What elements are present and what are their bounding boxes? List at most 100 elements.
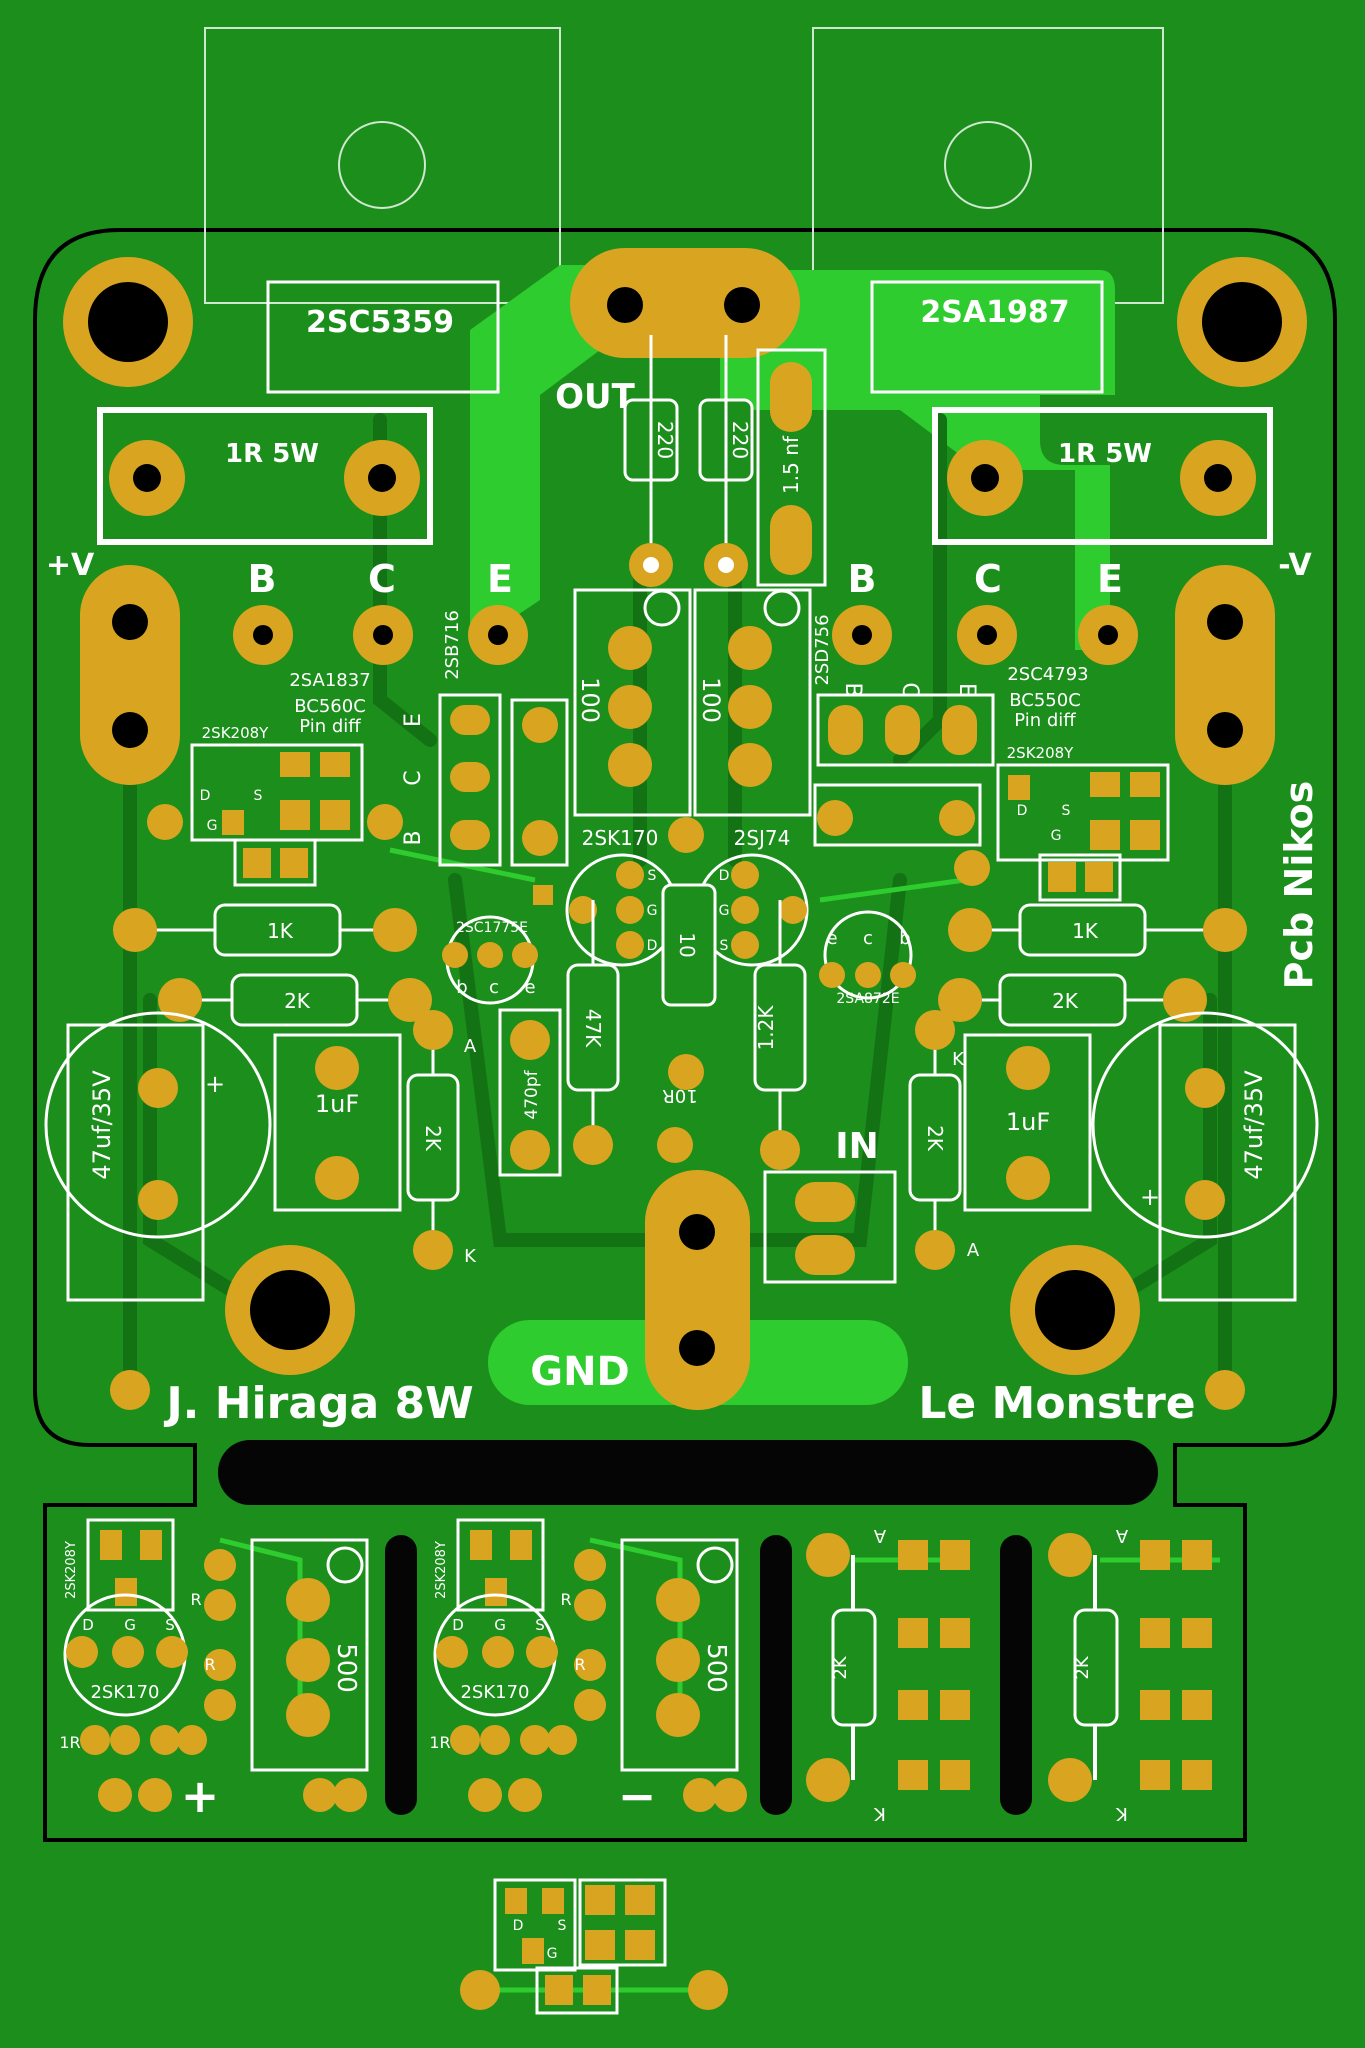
film-capacitors [273,1033,1092,1212]
q-2sa872-b: b [899,928,910,949]
q-2sb716-label: 2SB716 [442,610,463,680]
power-resistors [97,407,1273,545]
ccs-right-r1: R [560,1590,571,1609]
jfet-packages [442,817,916,1090]
pot100-right-label: 100 [697,677,725,723]
led-right-a: A [1115,1525,1128,1546]
jfet-2sj74-label: 2SJ74 [734,826,791,850]
jfet-y-left-label: 2SK208Y [202,724,270,742]
jfet-2sk170-label: 2SK170 [582,826,659,850]
ecap-right-label: 47uf/35V [1240,1070,1268,1180]
neg-supply-label: -V [1278,548,1312,583]
r10-label: 10 [675,932,699,957]
r220-left-label: 220 [653,421,677,459]
led-module-right [1048,1533,1212,1802]
ccs-right-d: D [452,1616,464,1634]
ccs-left-pot500: 500 [331,1643,361,1693]
pin-c-right: C [974,557,1002,601]
jfet-s-right: S [1062,803,1071,819]
driver-transistors [438,693,995,867]
ccs-left-plus: + [181,1769,220,1823]
ccs-module-left [63,1518,369,1812]
left-power-resistor-label: 1R 5W [225,439,319,469]
r47k-label: 47K [581,1009,605,1048]
jfet-p-s: S [720,938,729,954]
ccs-left-2sk170: 2SK170 [90,1682,159,1703]
in-label: IN [835,1126,879,1167]
ccs-left-r2: R [204,1655,215,1674]
board-title: J. Hiraga 8W [163,1378,473,1429]
spare-d: D [513,1918,524,1934]
pin-diff-right-label: Pin diff [1014,710,1076,731]
led-left-k: K [873,1803,886,1824]
q-2sc1775-c: c [489,977,499,998]
resistors-220 [623,335,827,587]
ccs-right-r2: R [574,1655,585,1674]
jfet-n-s: S [648,868,657,884]
output-transistor-pads [233,605,1138,665]
ccs-left-d: D [82,1616,94,1634]
r1-2k-label: 1.2K [754,1005,778,1051]
pin-b-right: B [848,557,877,601]
jfet-n-g: G [647,903,658,919]
pin-e-right: E [1097,557,1123,601]
electrolytic-capacitors [44,1011,1319,1302]
spare-g: G [547,1946,558,1962]
led-right-2k: 2K [1072,1655,1093,1679]
left-transistor-label: 2SC5359 [306,305,454,340]
ccs-right-g: G [494,1616,506,1634]
ecap-left-label: 47uf/35V [88,1070,116,1180]
r10r-label: 10R [662,1085,697,1106]
ccs-right-jfet-y: 2SK208Y [434,1541,449,1599]
main-board-outline [33,228,1337,1842]
r1k-right-label: 1K [1072,919,1099,943]
ccs-right-2sk170: 2SK170 [460,1682,529,1703]
transistor-box-left [266,280,500,394]
pot100-left-label: 100 [576,677,604,723]
q-2sd756-label: 2SD756 [812,614,833,685]
r2k-vert-left-label: 2K [421,1125,445,1152]
jfet-s-left: S [254,788,263,804]
bc560-label: BC560C [294,696,366,717]
pin-b-driver-right: B [840,682,865,697]
bc550-label: BC550C [1009,690,1081,711]
q-2sa1837-label: 2SA1837 [289,670,370,691]
board-author: Pcb Nikos [1277,781,1321,990]
r2k-left-label: 2K [284,989,311,1013]
right-power-resistor-label: 1R 5W [1058,439,1152,469]
q-2sc1775-e: e [524,977,535,998]
r220-right-label: 220 [728,421,752,459]
pin-b-left: B [248,557,277,601]
ccs-left-g: G [124,1616,136,1634]
pin-diff-left-label: Pin diff [299,716,361,737]
power-connectors [80,565,1275,1410]
led-left-2k: 2K [830,1655,851,1679]
ccs-left-1r: 1R [59,1733,80,1752]
pin-c-driver-right: C [897,682,922,697]
pin-a-right: A [967,1240,980,1261]
r2k-right-label: 2K [1052,989,1079,1013]
heatsink-hole-left [338,121,426,209]
heatsink-hole-right [944,121,1032,209]
q-2sa872-label: 2SA872E [836,991,899,1007]
lower-slots [385,1535,1032,1815]
jfet-y-right-label: 2SK208Y [1007,744,1075,762]
input-connector [763,1170,897,1284]
trim-pots [573,588,812,817]
spare-smd-footprint [460,1878,728,2015]
r1k-left-label: 1K [267,919,294,943]
led-left-a: A [873,1525,886,1546]
ccs-right-s: S [535,1616,545,1634]
mounting-slot [218,1440,1158,1505]
r2k-vert-right-label: 2K [923,1125,947,1152]
led-right-k: K [1115,1803,1128,1824]
ccs-left-r1: R [190,1590,201,1609]
jfet-p-d: D [719,868,730,884]
ecap-left-plus: + [205,1070,225,1098]
c1u-left-label: 1uF [315,1090,359,1118]
jfet-g-left: G [207,818,218,834]
board-subtitle: Le Monstre [918,1378,1195,1429]
pin-e-driver-right: E [954,683,979,697]
c470-label: 470pf [522,1069,542,1119]
